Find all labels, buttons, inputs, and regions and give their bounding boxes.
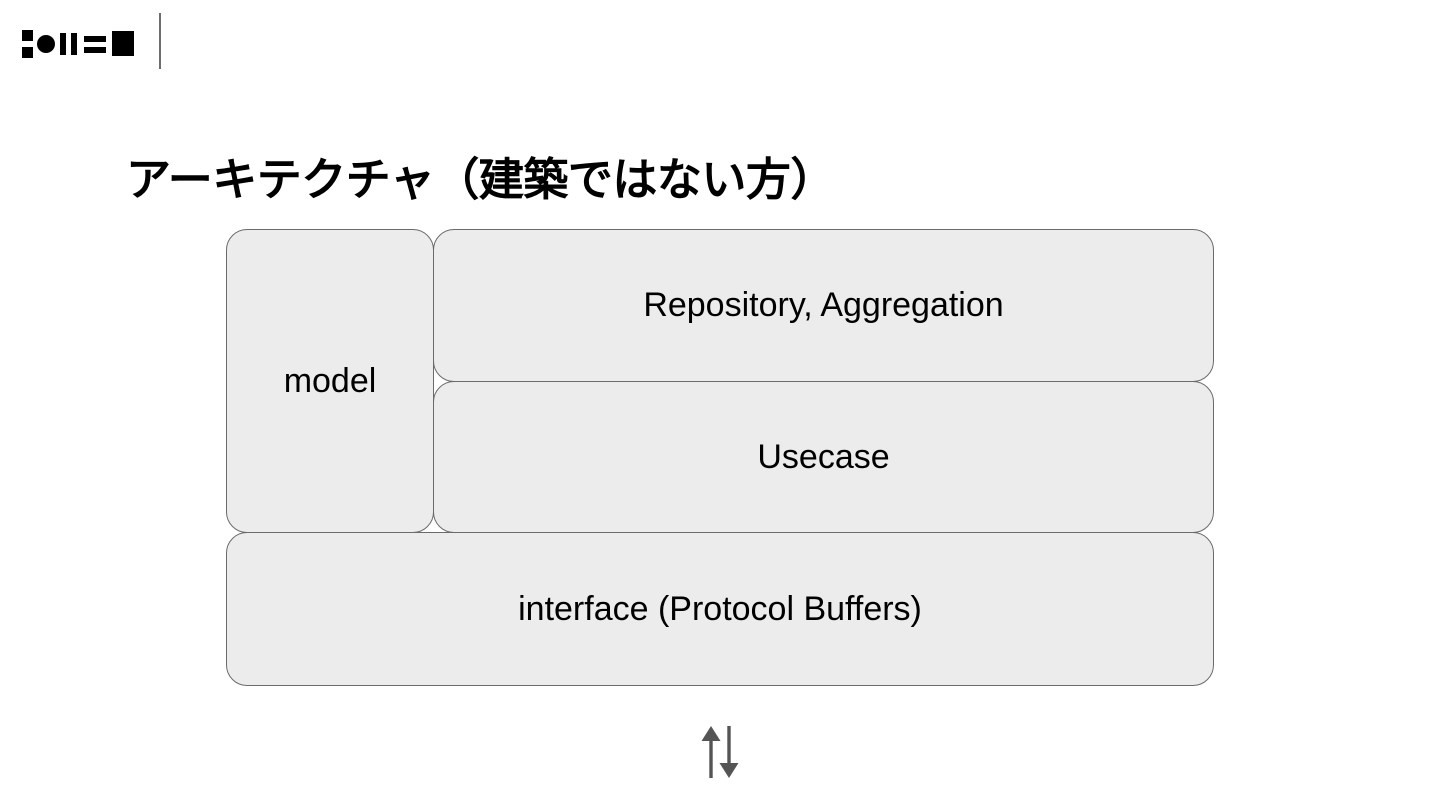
diagram-node-repository-label: Repository, Aggregation	[643, 286, 1004, 325]
architecture-diagram: model Repository, Aggregation Usecase in…	[226, 229, 1214, 686]
page-title: アーキテクチャ（建築ではない方）	[126, 154, 835, 206]
diagram-node-model: model	[226, 229, 434, 533]
brand-logo-icon	[22, 28, 134, 60]
diagram-node-model-label: model	[283, 361, 377, 400]
diagram-node-usecase-label: Usecase	[757, 437, 890, 476]
diagram-node-interface: interface (Protocol Buffers)	[226, 532, 1214, 686]
up-down-arrow-icon	[696, 724, 744, 780]
diagram-node-repository: Repository, Aggregation	[433, 229, 1214, 382]
header-divider	[159, 13, 161, 69]
diagram-node-usecase: Usecase	[433, 381, 1214, 533]
diagram-node-interface-label: interface (Protocol Buffers)	[518, 589, 922, 628]
